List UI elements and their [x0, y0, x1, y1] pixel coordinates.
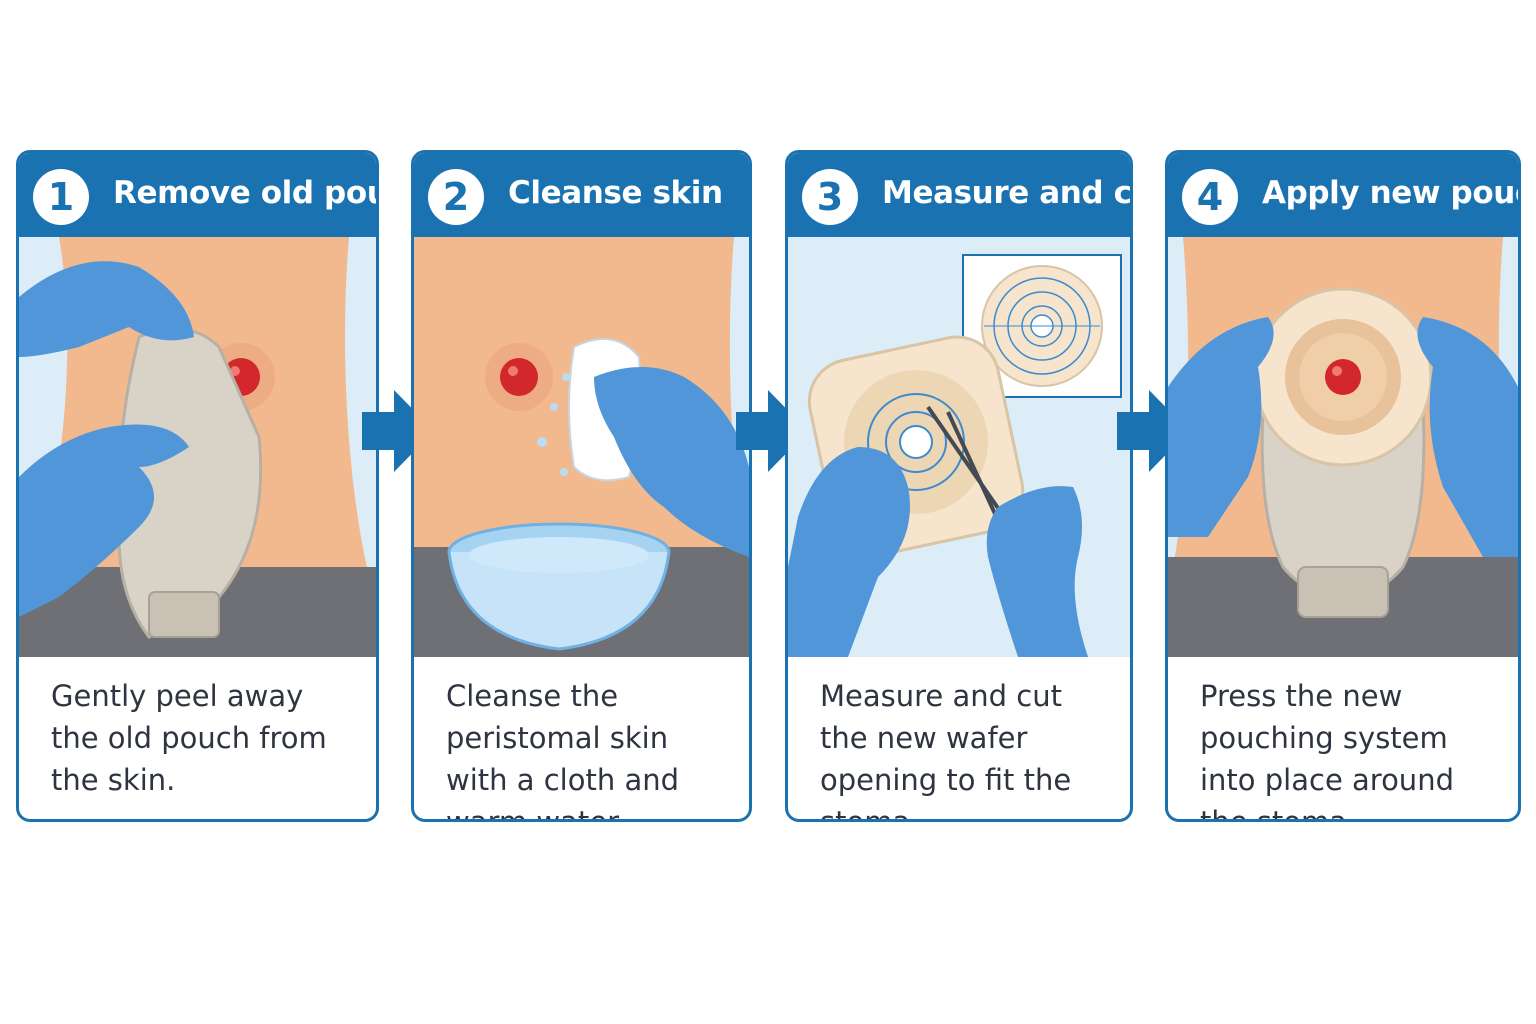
stoma-icon	[1325, 359, 1361, 395]
step-panel-1: 1 Remove old pouch Gently peel away the …	[16, 150, 379, 822]
step-title: Remove old pouch	[113, 175, 376, 211]
step-header: 4 Apply new pouch	[1168, 153, 1518, 237]
step-illustration	[19, 237, 376, 657]
stoma-icon	[485, 343, 553, 411]
right-arrow-icon	[362, 390, 434, 472]
step-number-badge: 1	[33, 169, 89, 225]
glove-icon	[1168, 317, 1518, 557]
right-arrow-icon	[1117, 390, 1189, 472]
step-header: 2 Cleanse skin	[414, 153, 749, 237]
step-number-badge: 4	[1182, 169, 1238, 225]
step-number-badge: 2	[428, 169, 484, 225]
glove-icon	[594, 367, 749, 557]
step-panel-2: 2 Cleanse skin	[411, 150, 752, 822]
step-illustration	[788, 237, 1130, 657]
right-arrow-icon	[736, 390, 808, 472]
step-caption: Measure and cut the new wafer opening to…	[820, 679, 1072, 822]
pouch-icon	[116, 327, 263, 639]
step-caption: Press the new pouching system into place…	[1200, 679, 1454, 822]
step-caption: Gently peel away the old pouch from the …	[51, 679, 327, 797]
glove-icon	[19, 261, 194, 617]
glove-icon	[788, 447, 1088, 657]
step-caption: Cleanse the peristomal skin with a cloth…	[446, 679, 680, 822]
step-title: Apply new pouch	[1262, 175, 1518, 211]
step-header: 3 Measure and cut	[788, 153, 1130, 237]
step-illustration	[1168, 237, 1518, 657]
step-title: Cleanse skin	[508, 175, 723, 211]
step-panel-4: 4 Apply new pouch Press the new	[1165, 150, 1521, 822]
water-bowl-icon	[447, 522, 671, 651]
step-illustration	[414, 237, 749, 657]
step-header: 1 Remove old pouch	[19, 153, 376, 237]
step-number-badge: 3	[802, 169, 858, 225]
step-title: Measure and cut	[882, 175, 1132, 211]
step-panel-3: 3 Measure and cut	[785, 150, 1133, 822]
